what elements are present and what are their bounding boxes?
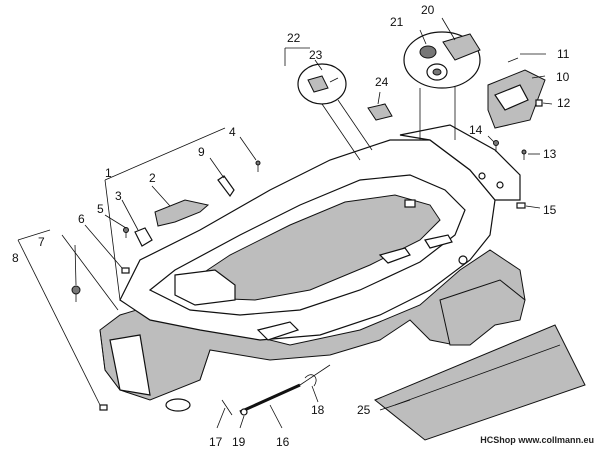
screw-part-5 [123, 227, 129, 238]
clip-part-8 [99, 404, 108, 411]
callout-21: 21 [390, 15, 404, 29]
fitting-part-17 [221, 399, 233, 416]
callout-9: 9 [198, 145, 205, 159]
rubber-pad-part-24 [367, 103, 393, 121]
clamp-part-9 [217, 175, 235, 198]
floor-mat [374, 324, 586, 441]
callout-13: 13 [543, 147, 557, 161]
callout-23: 23 [309, 48, 323, 62]
callout-12: 12 [557, 96, 571, 110]
storage-compartment-body [99, 124, 526, 412]
footer-shop: HCShop [480, 435, 516, 445]
screw-part-4 [255, 160, 261, 172]
bolt-part-7 [71, 285, 81, 302]
callout-15: 15 [543, 203, 557, 217]
screw-part-13 [521, 149, 527, 160]
footer-site: www.collmann.eu [518, 435, 594, 445]
callout-5: 5 [97, 202, 104, 216]
screw-part-11 [507, 57, 519, 63]
callout-25: 25 [357, 403, 371, 417]
callout-14: 14 [469, 123, 483, 137]
lock-cylinder-detail [403, 31, 481, 89]
callout-19: 19 [232, 435, 246, 449]
clip-part-15 [516, 202, 526, 209]
callout-7: 7 [38, 235, 45, 249]
callout-11: 11 [557, 47, 570, 61]
lock-housing-part-10 [487, 69, 546, 129]
block-part [134, 227, 153, 247]
callout-2: 2 [149, 171, 156, 185]
callout-8: 8 [12, 251, 19, 265]
leader-lines [17, 17, 553, 429]
callout-20: 20 [421, 3, 435, 17]
callout-17: 17 [209, 435, 223, 449]
callout-16: 16 [276, 435, 290, 449]
washer-part-19 [240, 408, 248, 416]
nut-part-12 [535, 99, 543, 107]
callout-4: 4 [229, 125, 236, 139]
clip-part-6 [121, 267, 130, 274]
callout-3: 3 [115, 189, 122, 203]
gas-strut-part-16 [239, 364, 331, 414]
screw-part-14 [493, 140, 499, 152]
callout-1: 1 [105, 166, 112, 180]
callout-22: 22 [287, 31, 301, 45]
watermark-footer: HCShop www.collmann.eu [480, 435, 594, 445]
bracket-part [154, 199, 210, 227]
callout-6: 6 [78, 212, 85, 226]
callout-18: 18 [311, 403, 325, 417]
callout-24: 24 [375, 75, 389, 89]
callout-10: 10 [556, 70, 570, 84]
spring-clip-part-18 [304, 374, 317, 387]
